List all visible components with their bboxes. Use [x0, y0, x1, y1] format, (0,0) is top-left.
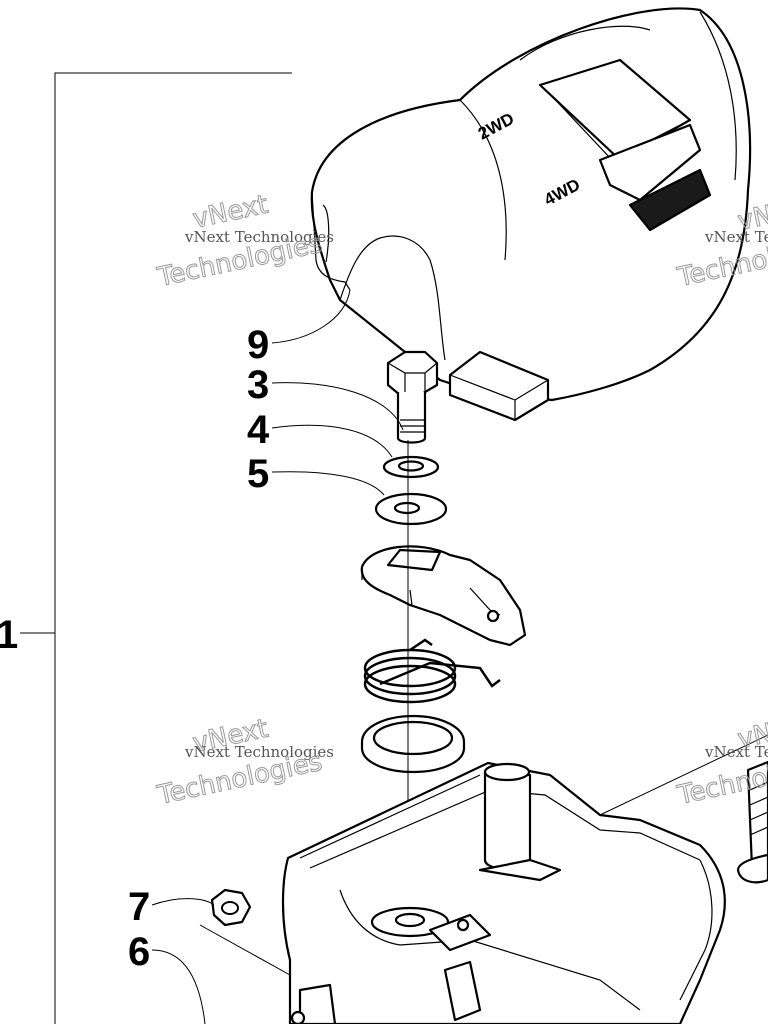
housing-base	[281, 761, 726, 1024]
callout-9: 9	[247, 323, 269, 367]
callout-1: 1	[0, 613, 18, 657]
watermark-top-left: vNext vNext Technologies Technologies	[154, 189, 334, 293]
callout-7: 7	[128, 885, 150, 929]
callout-3: 3	[247, 363, 269, 407]
callout-numbers: 1 9 3 4 5 7 6	[0, 323, 270, 974]
callout-4: 4	[247, 408, 270, 452]
svg-text:vNext Technologies: vNext Technologies	[184, 743, 334, 761]
washer-large	[374, 492, 448, 526]
assembly-bracket	[20, 72, 292, 1024]
lever-arm	[360, 545, 527, 647]
bushing	[360, 714, 466, 774]
svg-text:vNext Technologies: vNext Technologies	[704, 228, 768, 246]
switch-cover: 2WD 4WD	[310, 7, 752, 422]
torsion-spring	[363, 638, 501, 704]
svg-text:vNext Technologies: vNext Technologies	[184, 228, 334, 246]
bolt	[386, 350, 439, 444]
screw	[736, 760, 768, 884]
callout-6: 6	[128, 930, 150, 974]
nut	[210, 888, 252, 927]
svg-text:vNext Technologies: vNext Technologies	[704, 743, 768, 761]
leader-lines	[151, 289, 768, 1024]
callout-5: 5	[247, 452, 269, 496]
washer-small	[382, 455, 440, 479]
watermark-middle-left: vNext vNext Technologies Technologies	[154, 713, 334, 811]
